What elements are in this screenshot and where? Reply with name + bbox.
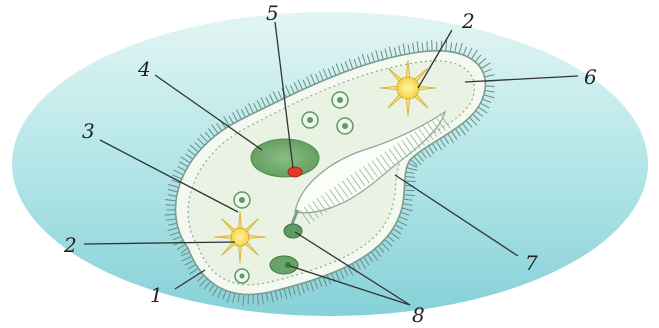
vacuole-center — [231, 228, 249, 246]
cilium — [405, 181, 416, 182]
cilium — [485, 86, 494, 87]
cilium — [166, 205, 176, 206]
cilium — [165, 214, 176, 215]
label-3: 3 — [82, 119, 95, 143]
vacuole-center — [397, 77, 419, 99]
food-vacuole-forming-2 — [270, 256, 298, 274]
cilium — [404, 190, 414, 191]
label-2-top: 2 — [461, 9, 475, 33]
label-4: 4 — [137, 57, 151, 81]
contractile-vacuole-top — [380, 60, 436, 116]
label-7: 7 — [525, 251, 538, 275]
label-8: 8 — [412, 303, 425, 327]
label-5: 5 — [266, 1, 279, 25]
label-6: 6 — [584, 65, 597, 89]
label-1: 1 — [150, 283, 163, 307]
micronucleus — [288, 167, 302, 177]
label-2-left: 2 — [63, 233, 77, 257]
macronucleus — [251, 139, 319, 177]
contractile-vacuole-bottom — [214, 211, 266, 263]
food-vacuole-forming-1 — [284, 224, 302, 238]
